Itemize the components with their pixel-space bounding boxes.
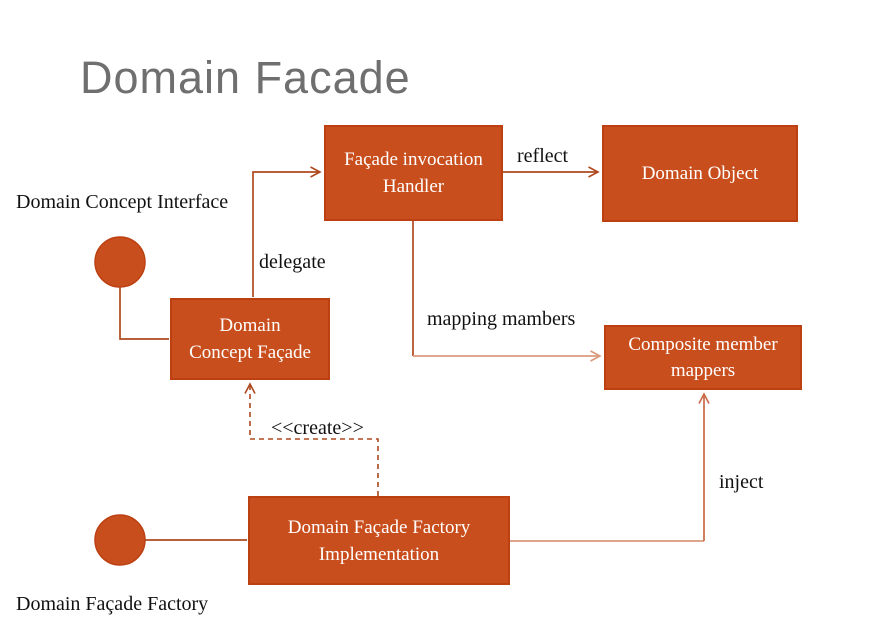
node-domain-facade-factory-impl: Domain Façade Factory Implementation (248, 496, 510, 585)
label-mapping-members: mapping mambers (427, 308, 576, 330)
node-composite-member-mappers: Composite member mappers (604, 325, 802, 390)
node-domain-concept-facade: Domain Concept Façade (170, 298, 330, 380)
page-title: Domain Facade (80, 52, 411, 103)
delegate-connector (252, 166, 322, 297)
node-composite-member-mappers-line1: Composite member (628, 333, 778, 355)
label-reflect: reflect (517, 145, 569, 167)
node-domain-object: Domain Object (602, 125, 798, 222)
label-delegate: delegate (259, 251, 326, 273)
node-domain-object-line1: Domain Object (641, 163, 759, 184)
node-facade-invocation-handler-line1: Façade invocation (344, 149, 483, 170)
interface-circle-domain-concept (94, 236, 146, 288)
label-create: <<create>> (271, 417, 364, 439)
node-composite-member-mappers-line2: mappers (670, 359, 736, 381)
label-domain-facade-factory: Domain Façade Factory (16, 593, 209, 615)
node-domain-facade-factory-impl-line1: Domain Façade Factory (287, 516, 471, 538)
node-facade-invocation-handler: Façade invocation Handler (324, 125, 503, 221)
node-facade-invocation-handler-line2: Handler (382, 176, 445, 197)
label-domain-concept-interface: Domain Concept Interface (16, 191, 229, 213)
node-domain-concept-facade-line2: Concept Façade (189, 342, 311, 363)
create-connector (244, 382, 379, 496)
interface-stem-domain-concept (119, 287, 169, 340)
label-inject: inject (719, 471, 764, 493)
node-domain-facade-factory-impl-line2: Implementation (318, 543, 440, 565)
node-domain-concept-facade-line1: Domain (219, 315, 281, 336)
interface-circle-factory (94, 514, 146, 566)
